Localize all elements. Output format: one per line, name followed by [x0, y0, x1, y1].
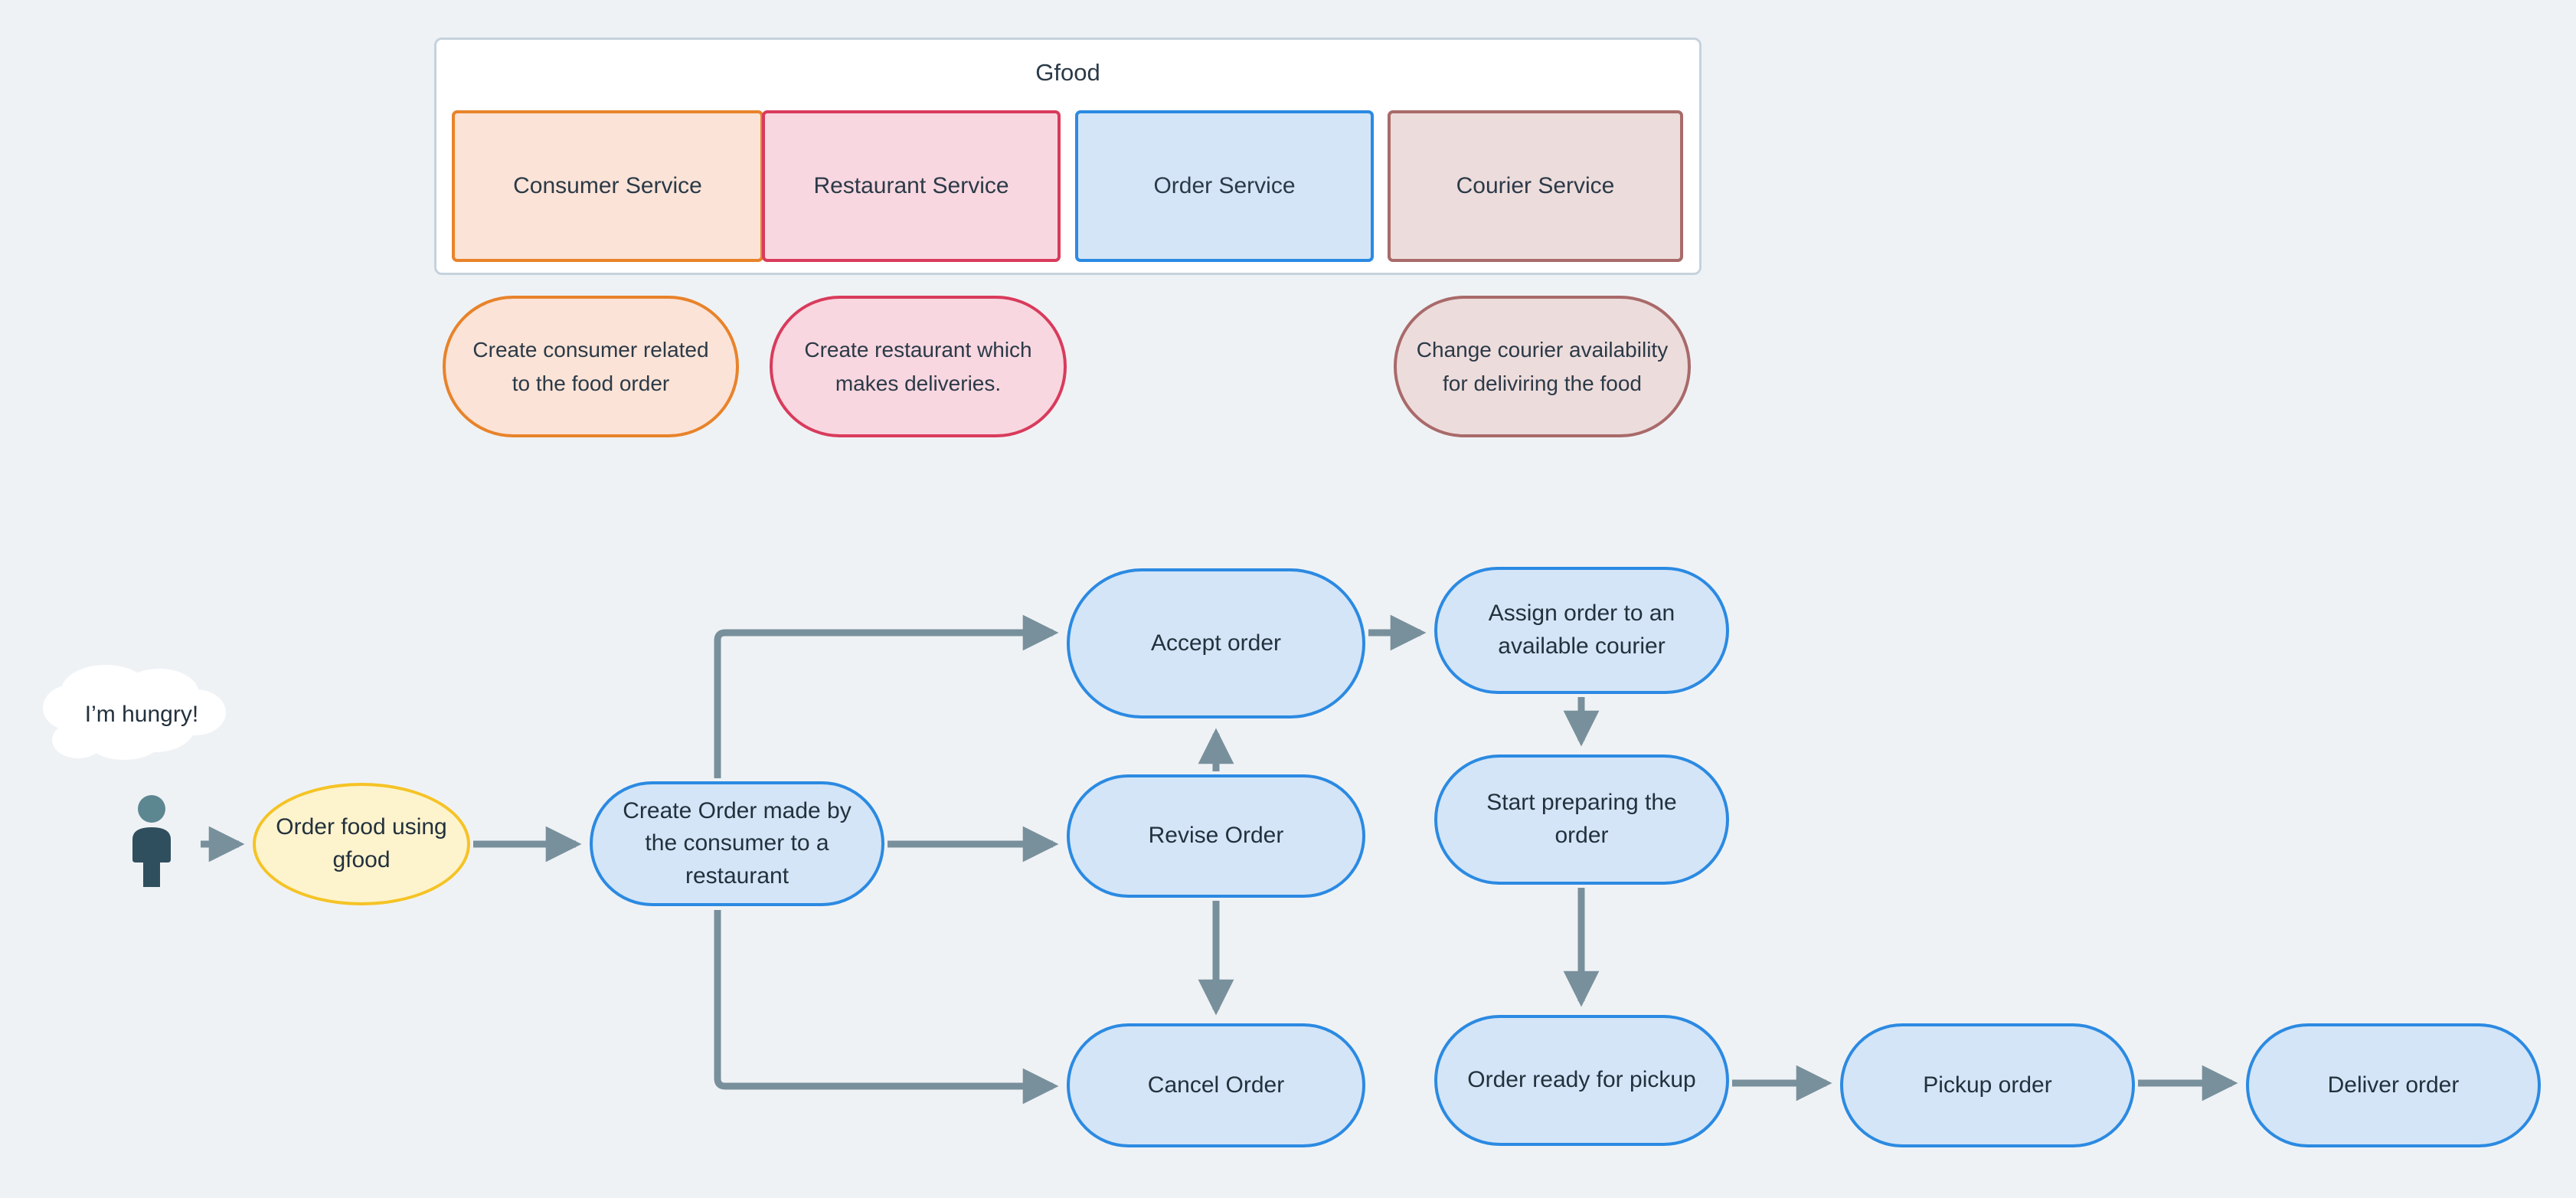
service-box-order-service[interactable]: Order Service [1075, 110, 1374, 262]
thought-cloud-text: I’m hungry! [84, 702, 199, 727]
flow-node-deliver-order[interactable]: Deliver order [2246, 1023, 2541, 1147]
service-box-consumer-service[interactable]: Consumer Service [452, 110, 763, 262]
thought-cloud: I’m hungry! [38, 660, 245, 775]
callout-2[interactable]: Change courier availability for deliviri… [1394, 296, 1691, 437]
service-box-restaurant-service[interactable]: Restaurant Service [762, 110, 1061, 262]
flow-node-revise-order[interactable]: Revise Order [1067, 774, 1365, 898]
thought-cloud-shape [43, 665, 226, 760]
edge-create-order-to-cancel-order [714, 910, 1059, 1105]
flow-node-order-ready[interactable]: Order ready for pickup [1434, 1015, 1729, 1146]
system-title: Gfood [1035, 59, 1100, 86]
actor-consumer-icon [126, 795, 177, 890]
edge-create-order-to-accept-order [714, 614, 1059, 778]
callout-1[interactable]: Create restaurant which makes deliveries… [770, 296, 1067, 437]
callout-0[interactable]: Create consumer related to the food orde… [443, 296, 739, 437]
flow-node-start-preparing[interactable]: Start preparing the order [1434, 754, 1729, 885]
person-icon [132, 795, 171, 887]
flow-node-create-order[interactable]: Create Order made by the consumer to a r… [590, 781, 884, 906]
flow-node-cancel-order[interactable]: Cancel Order [1067, 1023, 1365, 1147]
flow-node-accept-order[interactable]: Accept order [1067, 568, 1365, 718]
flow-node-order-food[interactable]: Order food using gfood [253, 783, 470, 905]
service-box-courier-service[interactable]: Courier Service [1388, 110, 1683, 262]
flow-node-assign-order[interactable]: Assign order to an available courier [1434, 567, 1729, 694]
flow-node-pickup-order[interactable]: Pickup order [1840, 1023, 2135, 1147]
